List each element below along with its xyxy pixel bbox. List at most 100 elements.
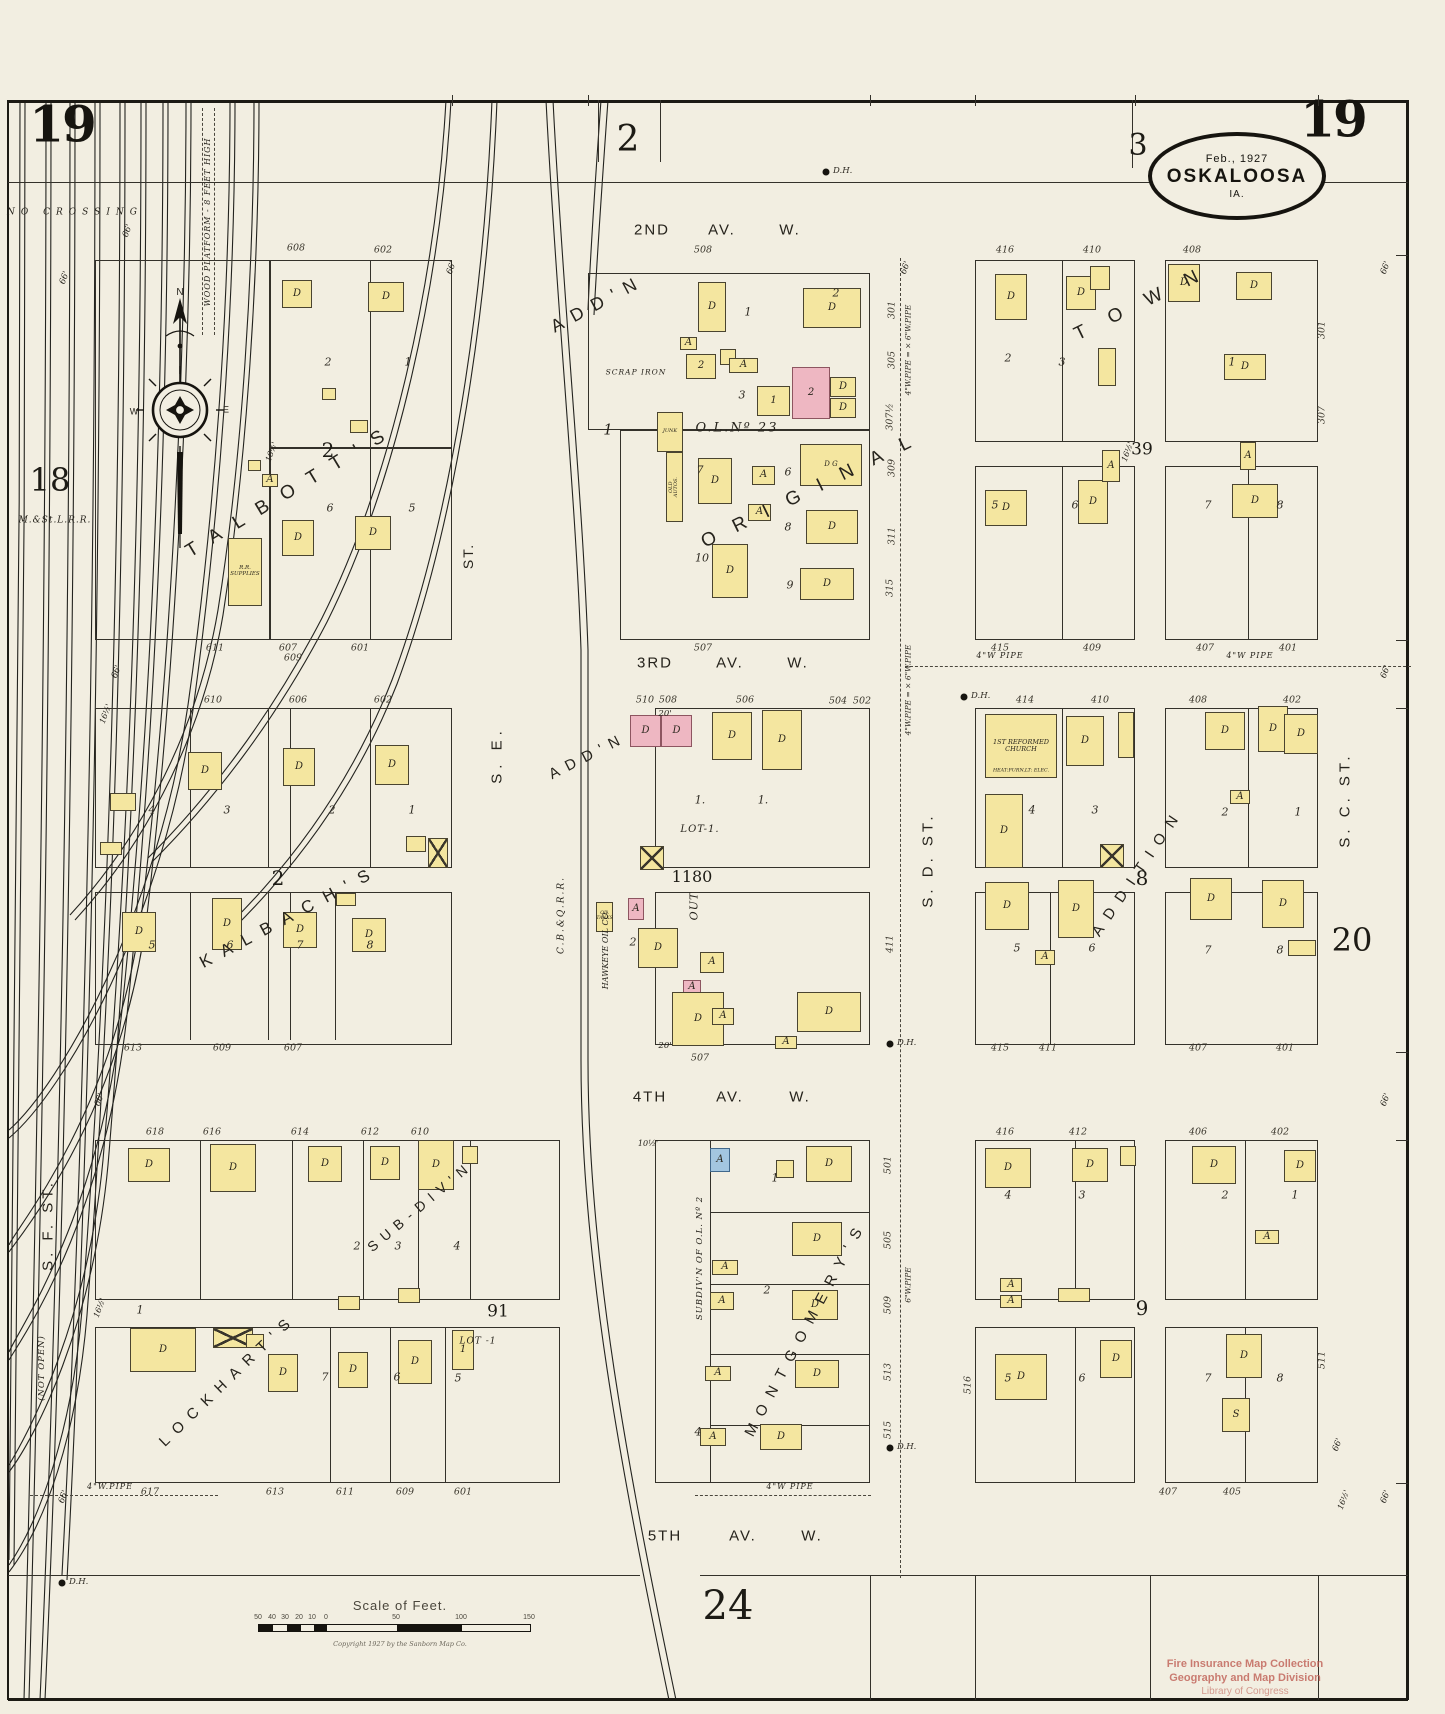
block-outline (975, 466, 1135, 640)
building-label: A (632, 902, 640, 914)
map-line (1245, 1140, 1246, 1300)
building-label: D (812, 1367, 822, 1379)
house-number: 618 (145, 1126, 165, 1138)
building: A (1035, 950, 1055, 965)
building-label: D (777, 733, 787, 745)
lot-number: 7 (296, 938, 304, 952)
building: D (1072, 1148, 1108, 1182)
scale-segment (314, 1625, 327, 1631)
scale-tick-label: 0 (324, 1614, 328, 1621)
building-label: D (293, 531, 303, 543)
lot-number: 1 (408, 803, 416, 817)
map-line (190, 892, 191, 1040)
house-number: 501 (882, 1155, 894, 1175)
railroad-track (8, 99, 169, 1361)
railroad-tracks (8, 99, 677, 1701)
building-label: D (380, 1156, 390, 1168)
building-label: A (1041, 951, 1049, 963)
sheet-reference-number: 18 (29, 461, 71, 499)
building-label: A (1107, 459, 1115, 471)
building-label: D (1071, 902, 1081, 914)
building-label: D (1220, 724, 1230, 736)
block-outline (95, 892, 452, 1045)
stamp-line-2: Geography and Map Division (1169, 1671, 1321, 1684)
map-line (1396, 708, 1408, 709)
lot-number: 2 (629, 935, 637, 949)
sheet-reference-number: 20 (1331, 921, 1373, 959)
map-line (1062, 466, 1063, 640)
lot-number: 1 (744, 305, 752, 319)
map-label: 20' (658, 708, 672, 719)
map-line (1396, 640, 1408, 641)
building: JUNK (657, 412, 683, 452)
house-number: 508 (693, 244, 713, 256)
house-number: 409 (1082, 642, 1102, 654)
building: 2 (792, 367, 830, 419)
lot-number: 6 (393, 1370, 401, 1384)
lot-number: 5 (991, 498, 999, 512)
railroad-track (61, 99, 96, 1576)
map-line (1075, 1327, 1076, 1483)
lot-number: 4 (453, 1239, 461, 1253)
building (110, 793, 136, 811)
building: D (355, 516, 391, 550)
map-line (418, 1140, 419, 1300)
scale-segment (301, 1625, 314, 1631)
building: D (712, 544, 748, 598)
house-number: 610 (410, 1126, 430, 1138)
sheet-reference-number: 1180 (671, 867, 713, 886)
lot-number: 1 (771, 1171, 779, 1185)
block-outline (655, 1140, 870, 1483)
sheet-reference-number: 9 (1135, 1296, 1149, 1320)
building: A (700, 952, 724, 973)
building: A (752, 466, 775, 485)
house-number: 410 (1082, 244, 1102, 256)
building (406, 836, 426, 852)
building-label: A (739, 359, 748, 371)
house-number: 502 (852, 695, 872, 707)
map-line (363, 1140, 364, 1300)
block-outline (975, 260, 1135, 442)
building: 2 (686, 354, 716, 379)
house-number: 602 (373, 244, 393, 256)
house-number: 611 (335, 1486, 355, 1498)
building-label: A (709, 1430, 717, 1442)
map-label: S. D. ST. (919, 812, 937, 908)
building-label: D (320, 1157, 330, 1169)
building: D (760, 1424, 802, 1450)
map-line (290, 708, 291, 868)
building (350, 420, 368, 433)
building: D (792, 1222, 842, 1256)
hydrant-label: D.H. (897, 1442, 917, 1452)
block-outline (1165, 1140, 1318, 1300)
map-label: S. F. ST. (39, 1179, 57, 1271)
building-label: D (827, 520, 837, 532)
map-line (588, 95, 589, 106)
house-number: 401 (1278, 642, 1298, 654)
house-number: 410 (1090, 694, 1110, 706)
house-number: 613 (265, 1486, 285, 1498)
scale-tick-label: 150 (523, 1614, 535, 1621)
railroad-track (552, 99, 677, 1701)
building: A (680, 337, 697, 350)
railroad-track (44, 99, 76, 1701)
building: D (1066, 716, 1104, 766)
building-label: D (812, 1232, 822, 1244)
building (1098, 348, 1116, 386)
building-label: A (1263, 1230, 1271, 1242)
railroad-track (66, 99, 101, 1581)
building: D (308, 1146, 342, 1182)
building: D (638, 928, 678, 968)
building: D (661, 715, 692, 747)
building-label: D (1206, 892, 1216, 904)
lot-number: 1 (1291, 1188, 1299, 1202)
map-label: 4"W.PIPE = × 6"W.PIPE (903, 304, 913, 396)
border-left (7, 100, 9, 1700)
map-label: C.B.&Q.R.R. (556, 876, 567, 954)
building-label: D (278, 1366, 288, 1378)
map-label: 4"W PIPE (766, 1482, 814, 1491)
house-number: 610 (203, 694, 223, 706)
house-number: 506 (735, 694, 755, 706)
